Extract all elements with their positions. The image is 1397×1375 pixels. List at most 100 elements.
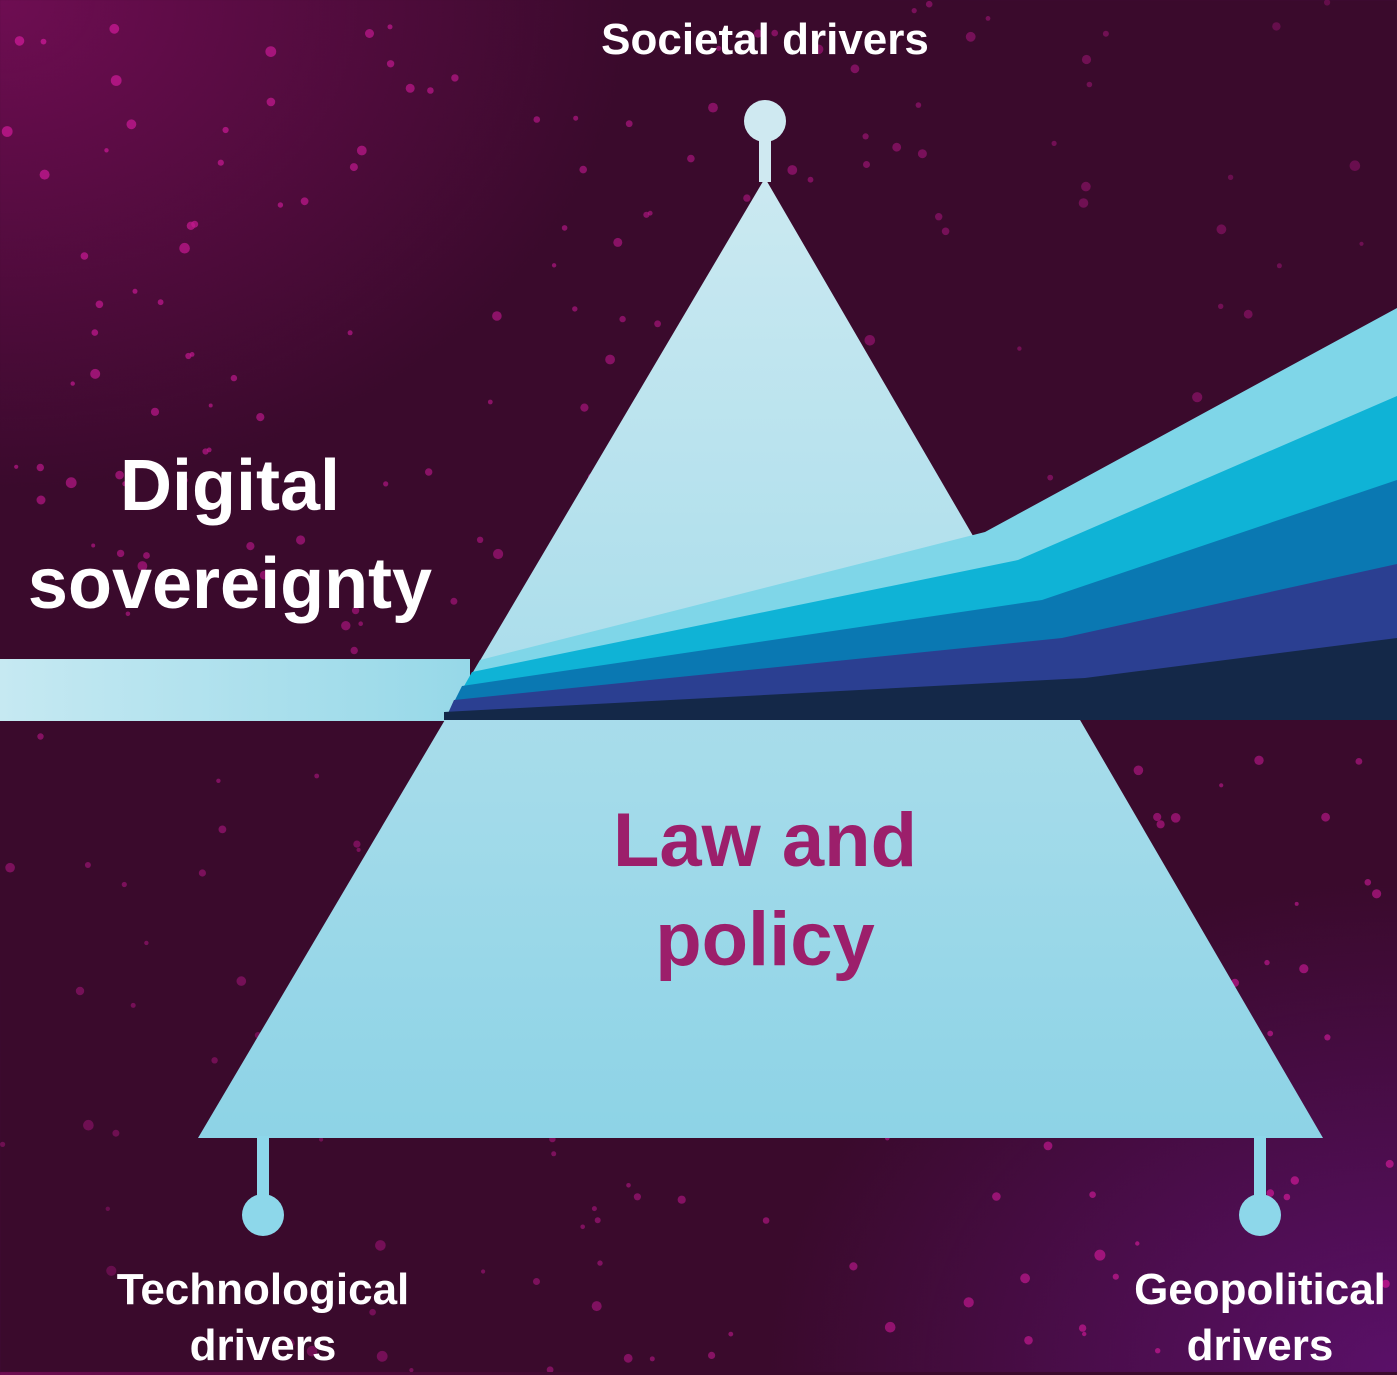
background-dot xyxy=(122,481,128,487)
background-dot xyxy=(70,381,75,386)
background-dot xyxy=(126,119,137,130)
background-dot xyxy=(39,169,50,180)
background-dot xyxy=(1153,812,1162,822)
background-dot xyxy=(1364,879,1372,886)
background-dot xyxy=(256,413,265,422)
background-dot xyxy=(157,299,164,306)
background-dot xyxy=(386,60,395,68)
background-dot xyxy=(850,64,860,74)
background-dot xyxy=(105,1206,111,1212)
background-dot xyxy=(112,1129,120,1137)
background-dot xyxy=(862,133,869,140)
background-dot xyxy=(1024,1336,1033,1345)
background-dot xyxy=(1216,224,1227,235)
background-dot xyxy=(1089,1191,1096,1198)
geopolitical-connector xyxy=(1239,1136,1281,1236)
background-dot xyxy=(115,470,124,480)
background-dot xyxy=(1082,1331,1087,1337)
background-dot xyxy=(211,1057,218,1064)
background-dot xyxy=(1218,303,1224,309)
background-dot xyxy=(427,87,434,94)
background-dot xyxy=(561,225,568,231)
background-dot xyxy=(319,1137,324,1142)
background-dot xyxy=(1047,474,1054,481)
background-dot xyxy=(1372,889,1382,899)
background-dot xyxy=(150,407,160,416)
background-dot xyxy=(1170,813,1181,823)
background-dot xyxy=(356,847,361,853)
background-dot xyxy=(246,542,255,551)
background-dot xyxy=(65,477,77,489)
background-dot xyxy=(1359,241,1364,246)
background-dot xyxy=(1385,1159,1394,1168)
background-dot xyxy=(579,165,587,174)
background-dot xyxy=(341,621,351,631)
background-dot xyxy=(985,16,991,21)
background-dot xyxy=(236,976,247,986)
background-dot xyxy=(36,495,46,505)
background-dot xyxy=(551,263,557,268)
background-dot xyxy=(1349,160,1361,171)
background-dot xyxy=(849,1262,858,1271)
background-dot xyxy=(84,862,91,868)
background-dot xyxy=(591,1301,602,1312)
background-dot xyxy=(37,733,44,740)
refracted-ray-5 xyxy=(444,638,1397,720)
background-dot xyxy=(125,611,131,617)
background-dot xyxy=(580,403,589,412)
background-dot xyxy=(40,38,47,45)
background-dot xyxy=(375,1240,386,1251)
background-dot xyxy=(884,1321,896,1333)
background-dot xyxy=(1155,1348,1161,1354)
background-dot xyxy=(14,464,19,469)
background-dot xyxy=(296,535,306,545)
background-dot xyxy=(0,1141,6,1147)
background-dot xyxy=(349,163,358,172)
background-dot xyxy=(1299,964,1309,974)
background-dot xyxy=(75,986,85,996)
background-dot xyxy=(83,1119,94,1131)
background-dot xyxy=(941,227,950,236)
background-dot xyxy=(605,354,615,365)
background-dot xyxy=(230,374,238,382)
background-dot xyxy=(572,306,578,312)
background-dot xyxy=(218,825,227,834)
background-dot xyxy=(109,23,120,34)
background-dot xyxy=(1102,30,1109,37)
background-dot xyxy=(813,44,824,55)
background-dot xyxy=(677,1195,686,1204)
background-dot xyxy=(450,597,458,605)
background-dot xyxy=(91,329,99,336)
background-dot xyxy=(425,468,433,476)
background-dot xyxy=(222,126,229,134)
technological-connector xyxy=(242,1136,284,1236)
background-dot xyxy=(597,1260,603,1266)
background-dot xyxy=(573,115,579,121)
societal-connector xyxy=(744,100,786,182)
background-dot xyxy=(716,45,722,51)
background-dot xyxy=(387,24,393,30)
background-dot xyxy=(143,552,150,559)
background-dot xyxy=(649,1356,655,1362)
background-dot xyxy=(1,126,13,137)
background-dot xyxy=(551,1151,557,1157)
background-dot xyxy=(533,116,541,123)
background-dot xyxy=(476,536,484,543)
background-dot xyxy=(405,83,415,93)
background-dot xyxy=(130,1002,136,1008)
background-dot xyxy=(708,1351,716,1359)
background-dot xyxy=(633,1193,642,1201)
background-dot xyxy=(121,881,127,888)
background-dot xyxy=(481,1269,486,1274)
background-dot xyxy=(376,1350,388,1362)
background-dot xyxy=(594,1217,601,1224)
background-dot xyxy=(863,161,870,168)
background-dot xyxy=(1276,263,1282,269)
background-dot xyxy=(106,1265,117,1276)
background-dot xyxy=(1290,1176,1300,1185)
background-dot xyxy=(623,1353,633,1363)
background-dot xyxy=(892,142,902,152)
background-dot xyxy=(1135,1241,1140,1246)
background-dot xyxy=(206,447,212,453)
